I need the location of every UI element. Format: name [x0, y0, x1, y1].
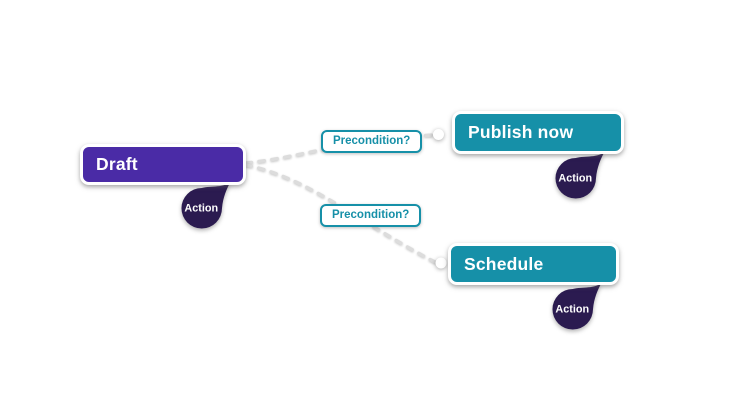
node-schedule-label: Schedule [464, 253, 544, 274]
precondition-label-publish-now[interactable]: Precondition? [321, 130, 423, 153]
action-badge-schedule[interactable]: Action [548, 281, 605, 330]
action-badge-schedule-label: Action [555, 304, 589, 316]
connector-endpoint-dot-publish-now[interactable] [433, 129, 444, 140]
connector-endpoint-dot-schedule[interactable] [435, 257, 447, 269]
connector-draft-to-schedule[interactable] [244, 163, 437, 264]
precondition-label-schedule[interactable]: Precondition? [320, 204, 422, 227]
action-badge-draft[interactable]: Action [177, 180, 234, 229]
teardrop-icon [552, 281, 602, 330]
node-draft[interactable]: Draft [80, 144, 246, 185]
action-badge-publish-now-label: Action [558, 173, 592, 185]
action-badge-draft-label: Action [184, 203, 218, 215]
node-draft-label: Draft [96, 154, 138, 174]
action-badge-publish-now[interactable]: Action [551, 150, 608, 199]
node-schedule[interactable]: Schedule [448, 243, 619, 285]
teardrop-icon [555, 150, 605, 199]
teardrop-icon [181, 180, 231, 229]
node-publish-now-label: Publish now [468, 122, 574, 142]
node-publish-now[interactable]: Publish now [452, 111, 624, 154]
